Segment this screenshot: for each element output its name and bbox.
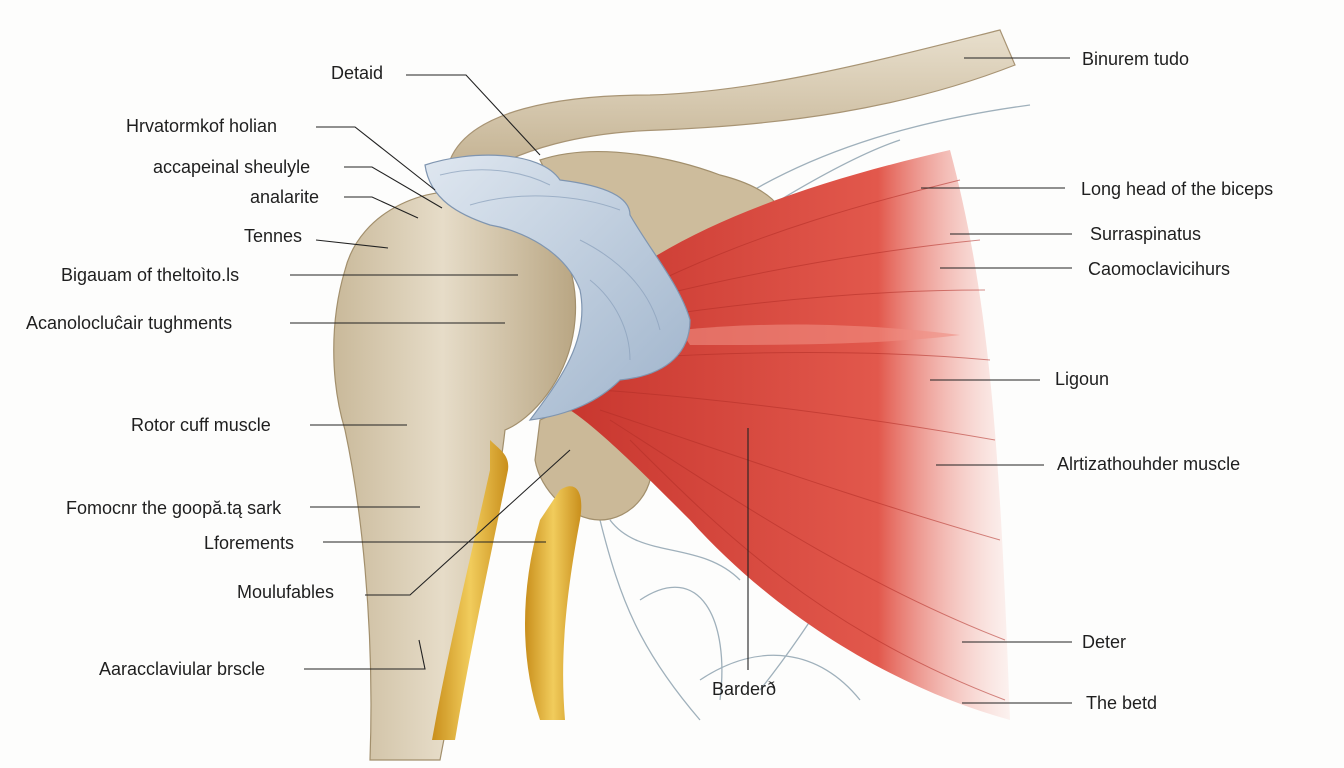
- label-caomoclavicihurs: Caomoclavicihurs: [1088, 259, 1231, 279]
- label-the-betd: The betd: [1086, 693, 1158, 713]
- joint-capsule-ligament: [424, 154, 691, 421]
- label-moulufables: Moulufables: [237, 582, 335, 602]
- label-tennes: Tennes: [244, 226, 303, 246]
- label-fomocnr: Fomocnr the goopă.tą sark: [66, 498, 282, 518]
- label-surraspinatus: Surraspinatus: [1090, 224, 1202, 244]
- label-ligoun: Ligoun: [1055, 369, 1110, 389]
- label-alrtizathouhder-muscle: Alrtizathouhder muscle: [1057, 454, 1241, 474]
- label-detaid: Detaid: [331, 63, 384, 83]
- label-binurem-tudo: Binurem tudo: [1082, 49, 1190, 69]
- label-deter: Deter: [1082, 632, 1127, 652]
- label-rotor-cuff-muscle: Rotor cuff muscle: [131, 415, 271, 435]
- ligament-bands: [439, 169, 661, 361]
- biceps-tendon-left: [432, 440, 509, 740]
- muscle-highlight: [680, 324, 960, 345]
- label-aaracclaviular-brscle: Aaracclaviular brscle: [99, 659, 266, 679]
- label-bigauam: Bigauam of theltoìto.ls: [61, 265, 240, 285]
- label-lforements: Lforements: [204, 533, 295, 553]
- label-accapeinal-sheulyle: accapeinal sheulyle: [153, 157, 311, 177]
- label-hrvatormkof-holian: Hrvatormkof holian: [126, 116, 278, 136]
- leader-lines: [290, 57, 1072, 704]
- label-long-head-biceps: Long head of the biceps: [1081, 179, 1274, 199]
- label-barder: Barderð: [712, 679, 777, 699]
- label-analarite: analarite: [250, 187, 320, 207]
- clavicle-bone: [449, 29, 1016, 176]
- biceps-tendon-right: [525, 486, 582, 720]
- label-acanoloclucair: Acanolocluĉair tughments: [26, 313, 233, 333]
